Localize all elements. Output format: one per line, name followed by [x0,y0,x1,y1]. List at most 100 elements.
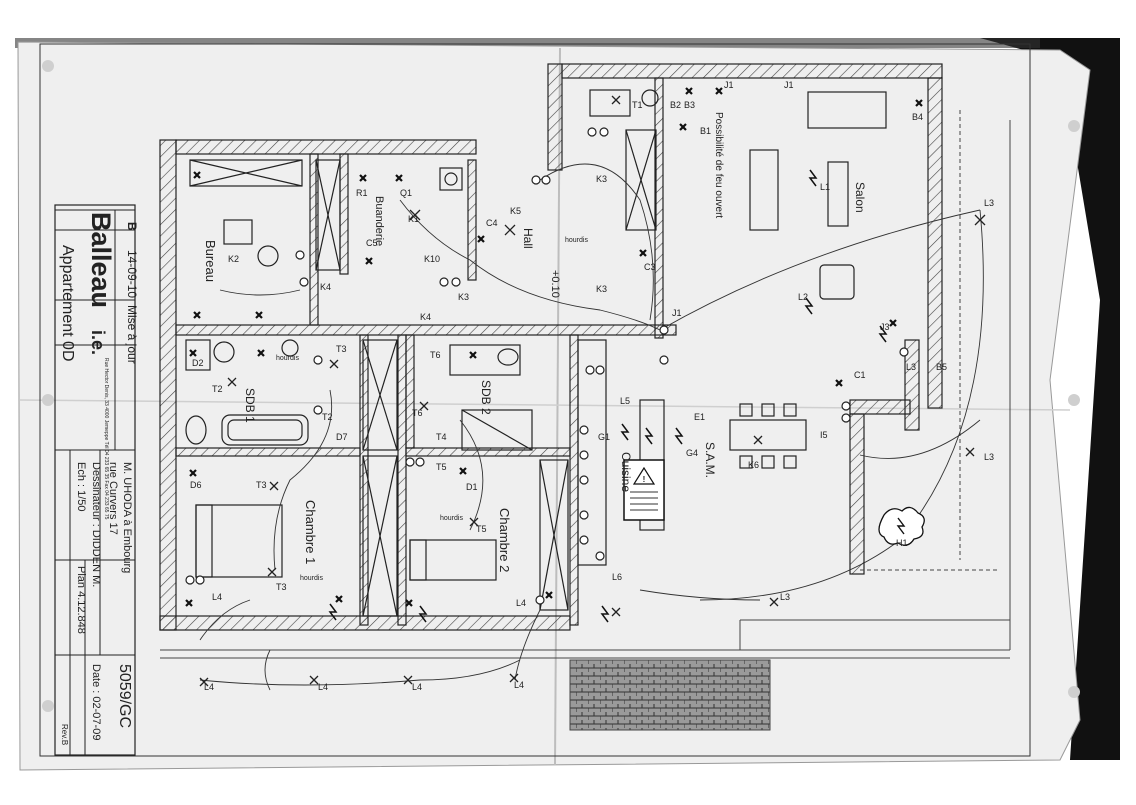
label-k3: K3 [596,284,607,294]
label-b4: B4 [912,112,923,122]
rev-letter: B [125,222,139,231]
label-t5: T5 [476,524,487,534]
company-logo-text: Balleau [86,212,116,308]
drawing-frame [39,43,1031,757]
label-d6: D6 [190,480,202,490]
designer: Dessinateur : DIDDEN M. [90,462,102,587]
room-buanderie: Buanderie [373,196,385,246]
warning-box: ! [623,459,665,521]
label-c4: C4 [486,218,498,228]
label-h1: H1 [896,538,908,548]
label-j1: J1 [672,308,682,318]
label-q1: Q1 [400,188,412,198]
label-d2: D2 [192,358,204,368]
room-labels: Bureau Buanderie Hall Salon SDB 1 SDB 2 … [203,182,867,572]
label-l4: L4 [516,598,526,608]
label-e1: E1 [694,412,705,422]
punch-hole [1068,394,1080,406]
possibility-note: Possibilité de feu ouvert [713,112,724,218]
company-address: Rue Hector Denis, 33 4000 Jemeppe Tél 04… [103,358,109,520]
label-r1: R1 [356,188,368,198]
label-l3: L3 [984,452,994,462]
cloud-h1 [878,506,925,546]
room-sam: S.A.M. [703,442,717,478]
switches [185,87,923,607]
client-line1: M. UHODA à Embourg [121,462,133,573]
room-sdb1: SDB 1 [243,388,257,423]
plan-number: Plan 4.12.848 [75,566,87,634]
punch-hole [42,394,54,406]
scan-shadow-right [980,38,1120,760]
scale: Ech : 1/50 [75,462,87,512]
label-l2: L2 [798,292,808,302]
label-c1: C1 [854,370,866,380]
light-points [199,95,986,687]
label-k4: K4 [420,312,431,322]
outlets [185,127,909,605]
label-i5: I5 [820,430,828,440]
label-t3: T3 [256,480,267,490]
label-t6: T6 [430,350,441,360]
annotations: Possibilité de feu ouvert +0.10 hourdis … [276,112,724,582]
room-cuisine: Cuisine [619,452,633,492]
date: Date : 02-07-09 [90,664,102,740]
label-b3: B3 [684,100,695,110]
label-k2: K2 [228,254,239,264]
label-l1: L1 [820,182,830,192]
label-d7: D7 [336,432,348,442]
paper-sheet [17,41,1091,771]
hourdis-note: hourdis [300,575,323,582]
label-j1: J1 [724,80,734,90]
hourdis-note: hourdis [565,237,588,244]
hourdis-note: hourdis [440,515,463,522]
label-t4: T4 [436,432,447,442]
label-t1: T1 [632,100,643,110]
label-b2: B2 [670,100,681,110]
label-l4: L4 [204,682,214,692]
label-g4: G4 [686,448,698,458]
hourdis-note: hourdis [276,355,299,362]
label-b1: B1 [700,126,711,136]
label-b5: B5 [936,362,947,372]
label-c3: C3 [644,262,656,272]
label-k10: K10 [424,254,440,264]
wiring [199,163,984,691]
walls [159,63,943,631]
label-k4: K4 [320,282,331,292]
label-l4: L4 [514,680,524,690]
label-t2: T2 [212,384,223,394]
terrace [160,110,1011,731]
room-chambre2: Chambre 2 [497,508,512,572]
label-t5: T5 [436,462,447,472]
rev-date: 14-09-10 [125,250,139,298]
level-note: +0.10 [549,270,561,298]
label-t2: T2 [322,412,333,422]
room-hall: Hall [521,228,535,249]
client-line2: rue Curvers 17 [107,462,119,535]
title-block: B 14-09-10 Mise à jour Balleau i.e. Rue … [54,204,139,756]
label-j1: J1 [784,80,794,90]
job-number: 5059/GC [116,664,133,728]
room-sdb2: SDB 2 [479,380,493,415]
rev-description: Mise à jour [125,305,139,364]
label-d1: D1 [466,482,478,492]
rev-tag: Rev.B [60,724,69,745]
svg-text:!: ! [643,475,646,484]
label-l4: L4 [318,682,328,692]
room-salon: Salon [853,182,867,213]
company-suffix: i.e. [88,330,108,355]
label-l3: L3 [906,362,916,372]
punch-hole [1068,686,1080,698]
label-k3: K3 [596,174,607,184]
room-chambre1: Chambre 1 [303,500,318,564]
label-t3: T3 [276,582,287,592]
label-l4: L4 [212,592,222,602]
label-c5: C5 [366,238,378,248]
label-t6: T6 [412,408,423,418]
label-j3: J3 [880,322,890,332]
punch-hole [42,60,54,72]
label-k1: K1 [408,214,419,224]
room-bureau: Bureau [203,240,218,282]
